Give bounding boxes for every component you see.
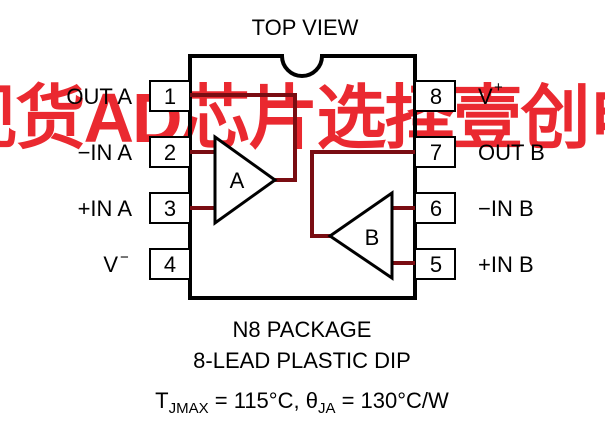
tjmax-subscript: JMAX — [169, 400, 209, 417]
wire-out-a — [190, 93, 297, 182]
amplifier-a-triangle — [213, 134, 278, 226]
amplifier-b-triangle — [327, 190, 394, 281]
pin-number-6: 6 — [430, 196, 442, 221]
pin-label-3: +IN A — [78, 196, 133, 221]
pin-number-7: 7 — [430, 140, 442, 165]
pin-label-6: −IN B — [478, 196, 534, 221]
pin-box-3 — [149, 192, 191, 224]
pin-label-8-superscript: + — [494, 79, 503, 96]
thermal-spec: TJMAX = 115°C, θJA = 130°C/W — [155, 388, 449, 417]
theta-symbol: θ — [306, 388, 318, 413]
tjmax-value: = 115°C, — [209, 388, 306, 413]
pin-label-8: V — [478, 84, 493, 109]
pin-box-5 — [414, 248, 456, 280]
pin-number-2: 2 — [164, 140, 176, 165]
pin-label-2: −IN A — [78, 140, 133, 165]
pin-number-1: 1 — [164, 84, 176, 109]
pin-box-2 — [149, 136, 191, 168]
pin-box-6 — [414, 192, 456, 224]
pin-label-7: OUT B — [478, 140, 545, 165]
amp-b-wiring — [310, 150, 415, 265]
package-name: N8 PACKAGE — [233, 317, 372, 342]
watermark-text: 买现货AD芯片选择壹创电子 — [0, 79, 605, 157]
theta-subscript: JA — [318, 400, 336, 417]
pin-number-3: 3 — [164, 196, 176, 221]
pin-box-1 — [149, 80, 191, 112]
pin-number-8: 8 — [430, 84, 442, 109]
pin-label-4: V — [103, 252, 118, 277]
theta-value: = 130°C/W — [335, 388, 449, 413]
package-outline — [188, 54, 417, 300]
pin-box-8 — [414, 80, 456, 112]
wire-out-b — [310, 150, 415, 238]
pin-label-1: OUT A — [66, 84, 132, 109]
diagram-title: TOP VIEW — [252, 15, 359, 40]
pin-label-5: +IN B — [478, 252, 534, 277]
amplifier-b-label: B — [365, 225, 380, 250]
tjmax-symbol: T — [155, 388, 168, 413]
pin-number-4: 4 — [164, 252, 176, 277]
pin-label-4-superscript: − — [120, 249, 129, 266]
pin-box-4 — [149, 248, 191, 280]
pin-number-5: 5 — [430, 252, 442, 277]
amplifier-a-label: A — [230, 168, 245, 193]
amp-a-wiring — [190, 93, 297, 210]
package-description: 8-LEAD PLASTIC DIP — [193, 348, 411, 373]
